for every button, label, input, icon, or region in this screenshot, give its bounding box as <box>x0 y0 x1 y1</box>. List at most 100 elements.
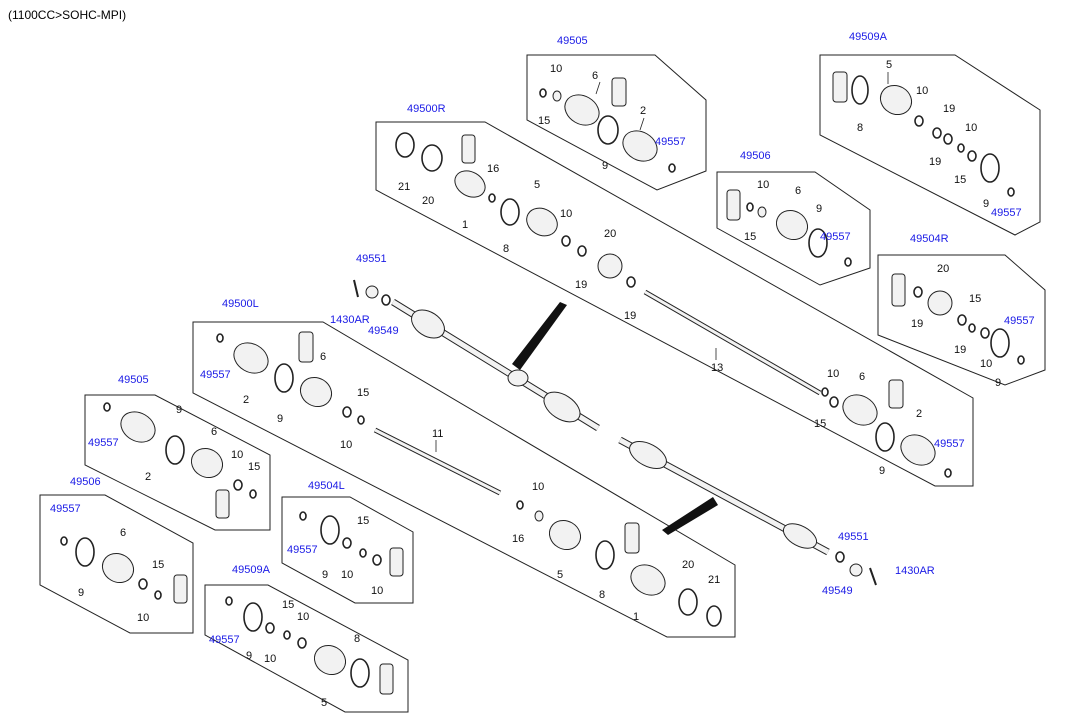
nut-10[interactable] <box>342 406 352 418</box>
band-8[interactable] <box>595 540 615 570</box>
ring-part[interactable] <box>957 143 965 153</box>
ring-15[interactable] <box>283 630 291 640</box>
ring-part[interactable] <box>60 536 68 546</box>
grease-tube-part[interactable] <box>215 489 230 519</box>
nut-part[interactable] <box>914 115 924 127</box>
grease-tube-part[interactable] <box>624 522 640 554</box>
ring-part[interactable] <box>1017 355 1025 365</box>
shaft-13[interactable] <box>643 289 822 396</box>
grease-tube-part[interactable] <box>173 574 188 604</box>
damper-20[interactable] <box>927 290 953 316</box>
label-assembly-49500L[interactable]: 49500L <box>222 298 259 310</box>
ring-15[interactable] <box>249 489 257 499</box>
label-code-1430AR[interactable]: 1430AR <box>330 314 370 326</box>
ring-20[interactable] <box>421 144 443 172</box>
label-code-49557[interactable]: 49557 <box>209 634 240 646</box>
label-code-49557[interactable]: 49557 <box>50 503 81 515</box>
ring-21[interactable] <box>395 132 415 158</box>
shaft-11[interactable] <box>373 427 502 496</box>
band-9[interactable] <box>875 422 895 452</box>
label-assembly-49504R[interactable]: 49504R <box>910 233 949 245</box>
nut-10[interactable] <box>297 637 307 649</box>
label-assembly-49506-top[interactable]: 49506 <box>740 150 771 162</box>
band-9[interactable] <box>274 363 294 393</box>
nut-10[interactable] <box>372 554 382 566</box>
ring-part[interactable] <box>668 163 676 173</box>
band-part[interactable] <box>851 75 869 105</box>
ring-21[interactable] <box>706 605 722 627</box>
joint-2[interactable] <box>115 406 160 448</box>
joint-1[interactable] <box>625 559 670 601</box>
ring-20[interactable] <box>678 588 698 616</box>
grease-tube-part[interactable] <box>611 77 627 107</box>
band-9[interactable] <box>75 537 95 567</box>
band-9[interactable] <box>243 602 263 632</box>
nut-10[interactable] <box>342 537 352 549</box>
grease-tube-part[interactable] <box>891 273 906 307</box>
label-assembly-49505-top[interactable]: 49505 <box>557 35 588 47</box>
label-assembly-49505-left[interactable]: 49505 <box>118 374 149 386</box>
washer[interactable] <box>381 294 391 306</box>
label-code-49549[interactable]: 49549 <box>822 585 853 597</box>
boot-6[interactable] <box>97 548 139 588</box>
boot-6[interactable] <box>837 389 882 431</box>
ring-15[interactable] <box>968 323 976 333</box>
label-code-1430AR[interactable]: 1430AR <box>895 565 935 577</box>
hub-nut[interactable] <box>365 285 379 299</box>
grease-tube-part[interactable] <box>888 379 904 409</box>
ring-part[interactable] <box>943 133 953 145</box>
ring-19[interactable] <box>957 314 967 326</box>
damper-20[interactable] <box>597 253 623 279</box>
nut-10[interactable] <box>980 327 990 339</box>
label-assembly-49509A-bottom[interactable]: 49509A <box>232 564 271 576</box>
band-9[interactable] <box>165 435 185 465</box>
label-code-49551[interactable]: 49551 <box>838 531 869 543</box>
band-9[interactable] <box>808 228 828 258</box>
ring-part[interactable] <box>103 402 111 412</box>
boot-5[interactable] <box>309 640 351 680</box>
ring-part[interactable] <box>932 127 942 139</box>
ring-15[interactable] <box>359 548 367 558</box>
label-assembly-49500R[interactable]: 49500R <box>407 103 446 115</box>
label-code-49551[interactable]: 49551 <box>356 253 387 265</box>
boot-part[interactable] <box>875 80 917 120</box>
ring-part[interactable] <box>944 468 952 478</box>
ring-15[interactable] <box>746 202 754 212</box>
nut-10[interactable] <box>534 510 544 522</box>
ring-19[interactable] <box>626 276 636 288</box>
label-assembly-49504L[interactable]: 49504L <box>308 480 345 492</box>
label-code-49549[interactable]: 49549 <box>368 325 399 337</box>
label-code-49557[interactable]: 49557 <box>934 438 965 450</box>
band-8[interactable] <box>500 198 520 226</box>
ring-part[interactable] <box>299 511 307 521</box>
label-assembly-49509A-top[interactable]: 49509A <box>849 31 888 43</box>
ring-part[interactable] <box>225 596 233 606</box>
joint-2[interactable] <box>895 429 940 471</box>
band-part[interactable] <box>597 115 619 145</box>
ring-15[interactable] <box>821 387 829 397</box>
ring-part[interactable] <box>844 257 852 267</box>
grease-tube-part[interactable] <box>298 331 314 363</box>
ring-15[interactable] <box>154 590 162 600</box>
hub-nut[interactable] <box>849 563 863 577</box>
joint-1[interactable] <box>450 166 490 203</box>
ring-16[interactable] <box>516 500 524 510</box>
boot-part[interactable] <box>559 89 604 131</box>
grease-tube-part[interactable] <box>726 189 741 221</box>
ring-part[interactable] <box>216 333 224 343</box>
ring-16[interactable] <box>488 193 496 203</box>
joint-2[interactable] <box>228 337 273 379</box>
nut-10[interactable] <box>265 622 275 634</box>
nut-10[interactable] <box>561 235 571 247</box>
nut-10[interactable] <box>138 578 148 590</box>
nut-part[interactable] <box>552 90 562 102</box>
cotter-pin[interactable] <box>353 279 359 298</box>
nut-10[interactable] <box>233 479 243 491</box>
grease-tube-part[interactable] <box>379 663 394 695</box>
band-9[interactable] <box>320 515 340 545</box>
label-code-49557[interactable]: 49557 <box>287 544 318 556</box>
grease-tube-part[interactable] <box>832 71 848 103</box>
ring-part[interactable] <box>967 150 977 162</box>
grease-tube-part[interactable] <box>389 547 404 577</box>
boot-6[interactable] <box>295 372 337 412</box>
